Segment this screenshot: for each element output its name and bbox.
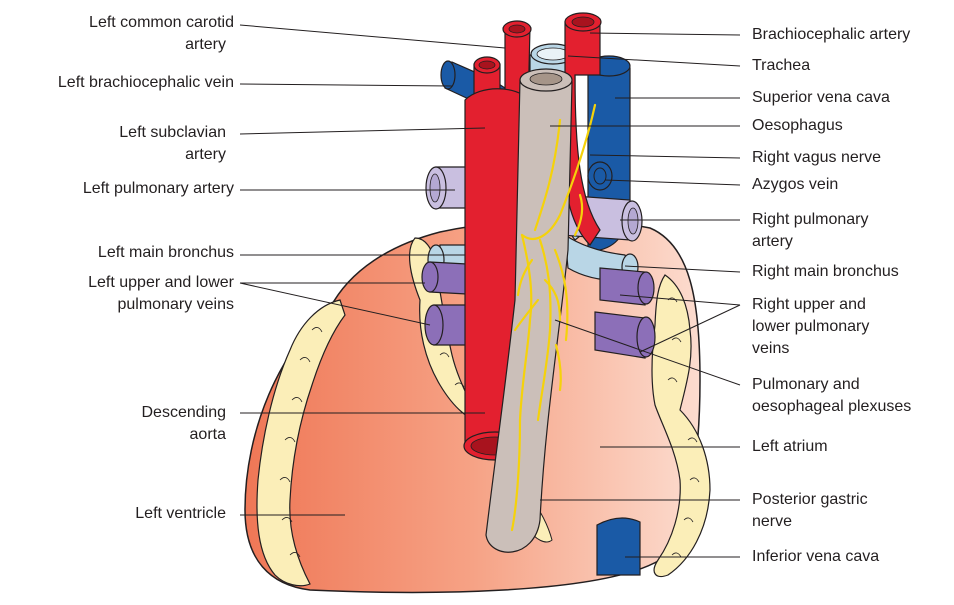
- label-posterior-gastric-nerve: Posterior gastric nerve: [752, 489, 868, 533]
- label-line: Posterior gastric: [752, 489, 868, 511]
- label-right-vagus-nerve: Right vagus nerve: [752, 147, 881, 169]
- label-line: Oesophagus: [752, 115, 843, 137]
- label-left-main-bronchus: Left main bronchus: [0, 242, 234, 264]
- label-left-common-carotid-artery: Left common carotid artery: [0, 12, 234, 56]
- label-right-pulmonary-artery: Right pulmonary artery: [752, 209, 869, 253]
- leader-right-upper-pulmonary-vein: [620, 295, 740, 305]
- label-line: artery: [0, 34, 234, 56]
- label-line: Right upper and: [752, 294, 869, 316]
- label-trachea: Trachea: [752, 55, 810, 77]
- label-line: Left brachiocephalic vein: [0, 72, 234, 94]
- leader-left-common-carotid: [240, 25, 505, 48]
- label-line: Left ventricle: [0, 503, 226, 525]
- leader-right-lower-pulmonary-vein: [640, 305, 740, 352]
- label-line: veins: [752, 338, 869, 360]
- leader-trachea: [568, 56, 740, 66]
- leader-right-main-bronchus: [625, 266, 740, 272]
- label-line: artery: [752, 231, 869, 253]
- label-line: lower pulmonary: [752, 316, 869, 338]
- label-line: Left atrium: [752, 436, 828, 458]
- label-inferior-vena-cava: Inferior vena cava: [752, 546, 879, 568]
- label-left-brachiocephalic-vein: Left brachiocephalic vein: [0, 72, 234, 94]
- label-left-ventricle: Left ventricle: [0, 503, 226, 525]
- label-line: oesophageal plexuses: [752, 396, 911, 418]
- label-superior-vena-cava: Superior vena cava: [752, 87, 890, 109]
- label-azygos-vein: Azygos vein: [752, 174, 838, 196]
- label-left-subclavian-artery: Left subclavian artery: [0, 122, 226, 166]
- label-line: aorta: [0, 424, 226, 446]
- label-line: nerve: [752, 511, 868, 533]
- label-line: Left subclavian: [0, 122, 226, 144]
- leader-azygos-vein: [605, 180, 740, 185]
- label-line: Left pulmonary artery: [0, 178, 234, 200]
- label-line: Descending: [0, 402, 226, 424]
- label-descending-aorta: Descending aorta: [0, 402, 226, 446]
- label-line: Left main bronchus: [0, 242, 234, 264]
- label-brachiocephalic-artery: Brachiocephalic artery: [752, 24, 910, 46]
- label-right-pulmonary-veins: Right upper and lower pulmonary veins: [752, 294, 869, 360]
- leader-right-vagus-nerve: [590, 155, 740, 158]
- leader-plexuses: [555, 320, 740, 385]
- label-pulmonary-oesophageal-plexuses: Pulmonary and oesophageal plexuses: [752, 374, 911, 418]
- label-line: Right pulmonary: [752, 209, 869, 231]
- label-line: Right vagus nerve: [752, 147, 881, 169]
- leader-left-brachiocephalic-vein: [240, 84, 452, 86]
- label-right-main-bronchus: Right main bronchus: [752, 261, 899, 283]
- label-line: Superior vena cava: [752, 87, 890, 109]
- label-line: Right main bronchus: [752, 261, 899, 283]
- label-line: Pulmonary and: [752, 374, 911, 396]
- label-left-pulmonary-artery: Left pulmonary artery: [0, 178, 234, 200]
- leader-left-subclavian: [240, 128, 485, 134]
- label-line: Inferior vena cava: [752, 546, 879, 568]
- leader-brachiocephalic-artery: [590, 33, 740, 35]
- label-line: Left upper and lower: [0, 272, 234, 294]
- leader-left-lower-pulmonary-vein: [240, 283, 430, 325]
- label-line: Azygos vein: [752, 174, 838, 196]
- label-line: Trachea: [752, 55, 810, 77]
- label-line: artery: [0, 144, 226, 166]
- label-left-atrium: Left atrium: [752, 436, 828, 458]
- label-oesophagus: Oesophagus: [752, 115, 843, 137]
- label-line: Left common carotid: [0, 12, 234, 34]
- label-line: Brachiocephalic artery: [752, 24, 910, 46]
- label-line: pulmonary veins: [0, 294, 234, 316]
- label-left-pulmonary-veins: Left upper and lower pulmonary veins: [0, 272, 234, 316]
